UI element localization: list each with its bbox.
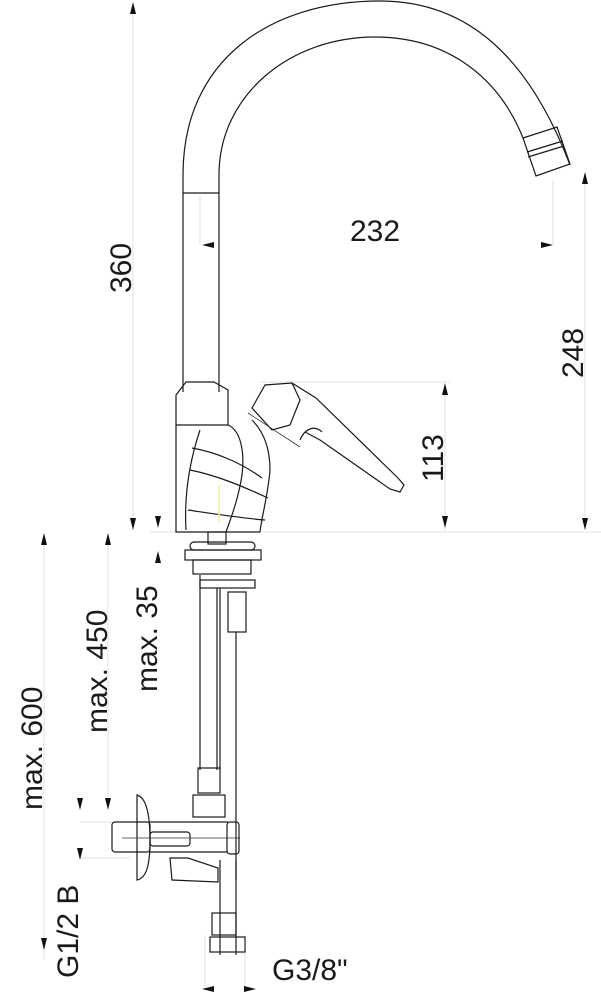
dim-hose-thread: G3/8" (272, 954, 348, 987)
dim-inlet-thread: G1/2 B (52, 885, 85, 978)
dim-spout-reach: 232 (350, 215, 400, 248)
faucet-body (175, 381, 271, 533)
dim-lever-height: 113 (417, 434, 450, 482)
dim-overall-height: 360 (105, 243, 138, 293)
angle-valve (111, 767, 246, 955)
single-lever-handle (247, 382, 405, 493)
dimension-arrows (41, 2, 588, 992)
dim-spout-clearance: 248 (557, 328, 590, 378)
dimension-labels: 232 360 248 113 max. 35 max. 450 max. 60… (16, 215, 590, 987)
mounting-hardware (184, 531, 262, 880)
dim-max-450: max. 450 (81, 610, 114, 733)
dim-max-35: max. 35 (131, 585, 164, 692)
swivel-spout (182, 0, 571, 392)
extension-lines (43, 5, 601, 990)
dim-max-600: max. 600 (16, 687, 49, 810)
